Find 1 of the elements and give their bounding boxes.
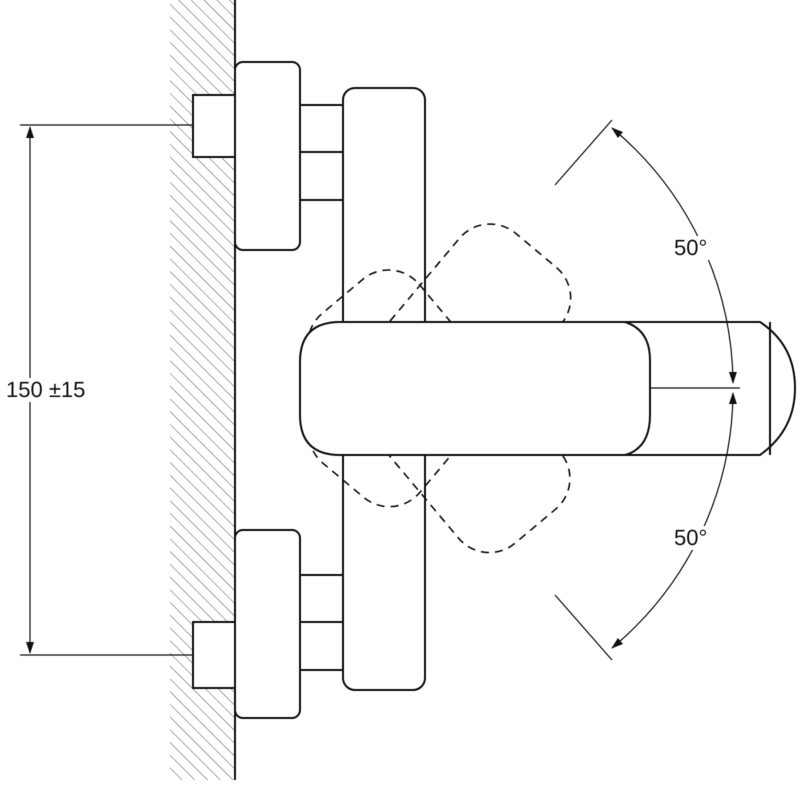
angle-label: 50° bbox=[672, 236, 710, 260]
